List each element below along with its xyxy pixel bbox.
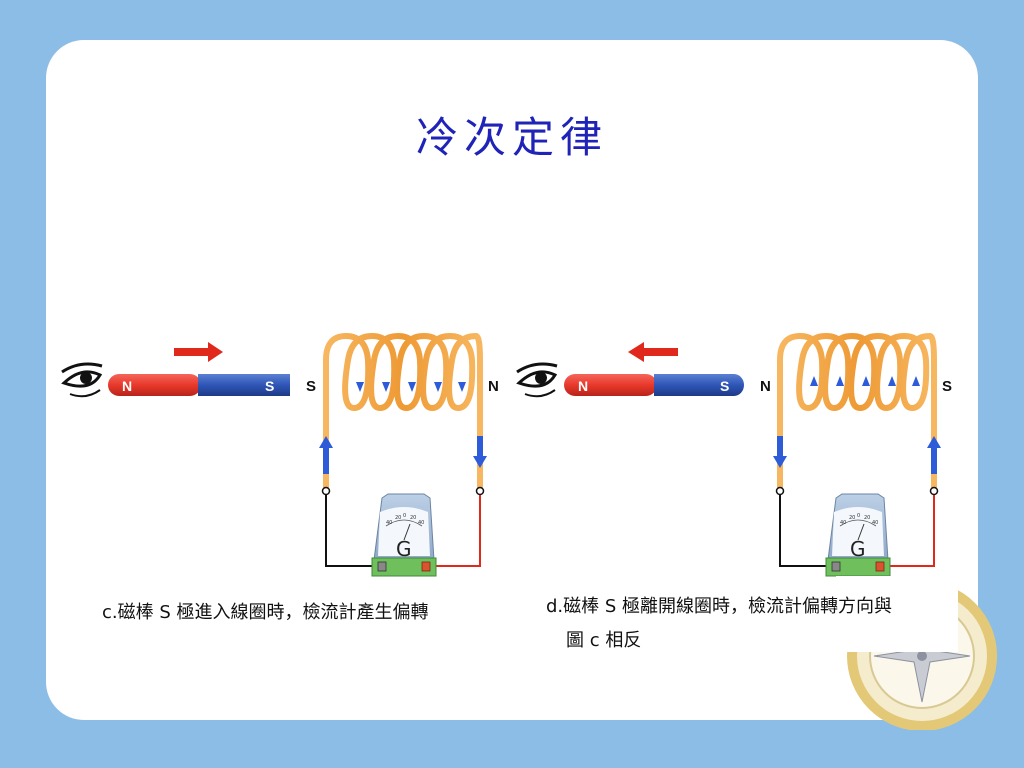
wire-black <box>779 495 832 567</box>
scale-label: 20 <box>395 515 401 521</box>
wire-black <box>325 495 378 567</box>
caption-d-line1: d.磁棒 S 極離開線圈時，檢流計偏轉方向與 <box>546 596 893 617</box>
scale-label: 0 <box>857 513 860 519</box>
solenoid-coil <box>323 332 483 493</box>
scale-label: 40 <box>386 520 392 526</box>
wire-arrow-down-icon <box>773 456 787 468</box>
coil-current-arrows <box>810 376 920 386</box>
bar-magnet: N S <box>108 374 290 396</box>
galvanometer: 40 20 0 20 40 G <box>371 493 437 577</box>
scale-label: 20 <box>410 515 416 521</box>
motion-arrow-left <box>628 342 678 362</box>
wire-arrow-up-icon <box>319 436 333 448</box>
coil-left-pole-label: S <box>306 378 316 395</box>
coil-left-pole-label: N <box>760 378 771 395</box>
wire-red <box>884 495 935 567</box>
magnet-s-label: S <box>720 378 729 394</box>
magnet-n-label: N <box>578 378 588 394</box>
magnet-s-label: S <box>265 378 274 394</box>
motion-arrow-right <box>174 342 223 362</box>
wire-current-right <box>931 446 937 474</box>
scale-label: 20 <box>864 515 870 521</box>
diagram-d: N S N S 40 20 0 20 40 G <box>516 332 952 577</box>
diagram-c: N S S N 40 20 0 20 4 <box>61 332 499 577</box>
galvanometer-label: G <box>396 537 412 561</box>
wire-current-left <box>777 436 783 458</box>
wire-red <box>430 495 481 567</box>
galvanometer-needle <box>857 523 865 541</box>
caption-d-line2: 圖 c 相反 <box>566 630 642 651</box>
caption-backdrop <box>836 576 958 652</box>
scale-label: 40 <box>840 520 846 526</box>
galvanometer: 40 20 0 20 40 G <box>825 493 891 577</box>
eye-icon <box>516 362 558 398</box>
galvanometer-label: G <box>850 537 866 561</box>
wire-current-left <box>323 446 329 474</box>
scale-label: 0 <box>403 513 406 519</box>
coil-right-pole-label: S <box>942 378 952 395</box>
scale-label: 40 <box>418 520 424 526</box>
caption-c: c.磁棒 S 極進入線圈時，檢流計產生偏轉 <box>102 602 429 623</box>
scale-label: 40 <box>872 520 878 526</box>
slide-title: 冷次定律 <box>415 113 608 162</box>
galvanometer-needle <box>403 523 411 541</box>
magnet-n-label: N <box>122 378 132 394</box>
scale-label: 20 <box>849 515 855 521</box>
eye-icon <box>61 362 103 398</box>
coil-current-arrows <box>356 382 466 392</box>
wire-arrow-up-icon <box>927 436 941 448</box>
wire-arrow-down-icon <box>473 456 487 468</box>
bar-magnet: N S <box>564 374 744 396</box>
solenoid-coil <box>777 332 937 493</box>
coil-right-pole-label: N <box>488 378 499 395</box>
wire-current-right <box>477 436 483 458</box>
